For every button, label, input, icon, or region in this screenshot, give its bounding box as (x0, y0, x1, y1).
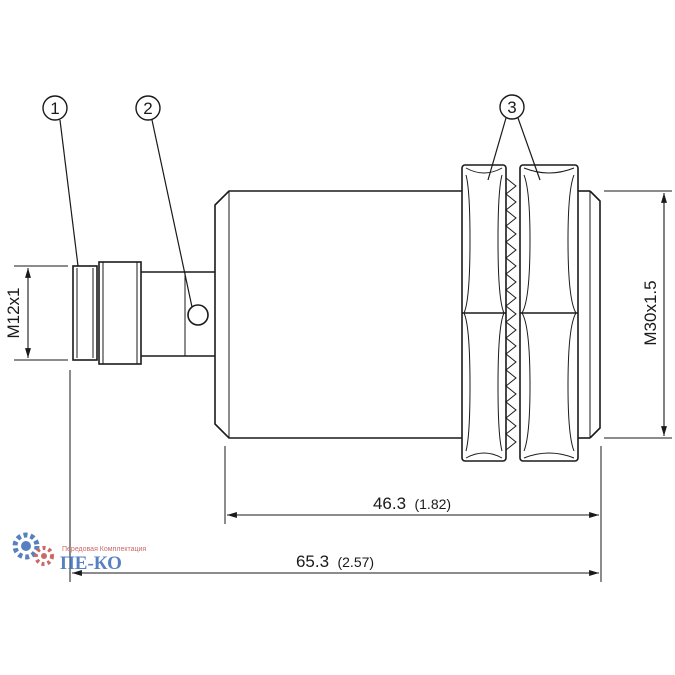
callout-1: 1 (42, 95, 79, 267)
callout-1-label: 1 (50, 99, 59, 118)
watermark-logo: Передовая Комплектация ПЕ-КО (12, 532, 146, 574)
gear-icon (12, 532, 54, 566)
callout-3: 3 (487, 94, 541, 181)
lock-nut-left (461, 164, 507, 462)
body-thread-label: M30x1.5 (641, 280, 660, 345)
total-length-in: (2.57) (337, 554, 374, 570)
callout-2: 2 (135, 95, 193, 308)
body-length-in: (1.82) (414, 496, 451, 512)
sensor-housing (214, 190, 462, 439)
dim-total-length: 65.3 (2.57) (69, 370, 602, 582)
threaded-tube (505, 177, 601, 451)
connector-thread-label: M12x1 (4, 287, 23, 338)
dim-connector-thread: M12x1 (4, 265, 68, 361)
svg-text:65.3 (2.57): 65.3 (2.57) (296, 552, 374, 571)
lock-nut-right (519, 164, 579, 462)
body-length-mm: 46.3 (373, 494, 406, 513)
led-indicator (187, 304, 209, 326)
watermark-brand: ПЕ-КО (60, 553, 122, 574)
svg-text:46.3 (1.82): 46.3 (1.82) (373, 494, 451, 513)
dim-body-length: 46.3 (1.82) (224, 446, 602, 524)
callout-2-label: 2 (143, 99, 152, 118)
dim-body-thread: M30x1.5 (604, 190, 672, 439)
watermark-tagline: Передовая Комплектация (62, 546, 146, 553)
connector-plug (72, 261, 215, 365)
total-length-mm: 65.3 (296, 552, 329, 571)
callout-3-label: 3 (507, 98, 516, 117)
